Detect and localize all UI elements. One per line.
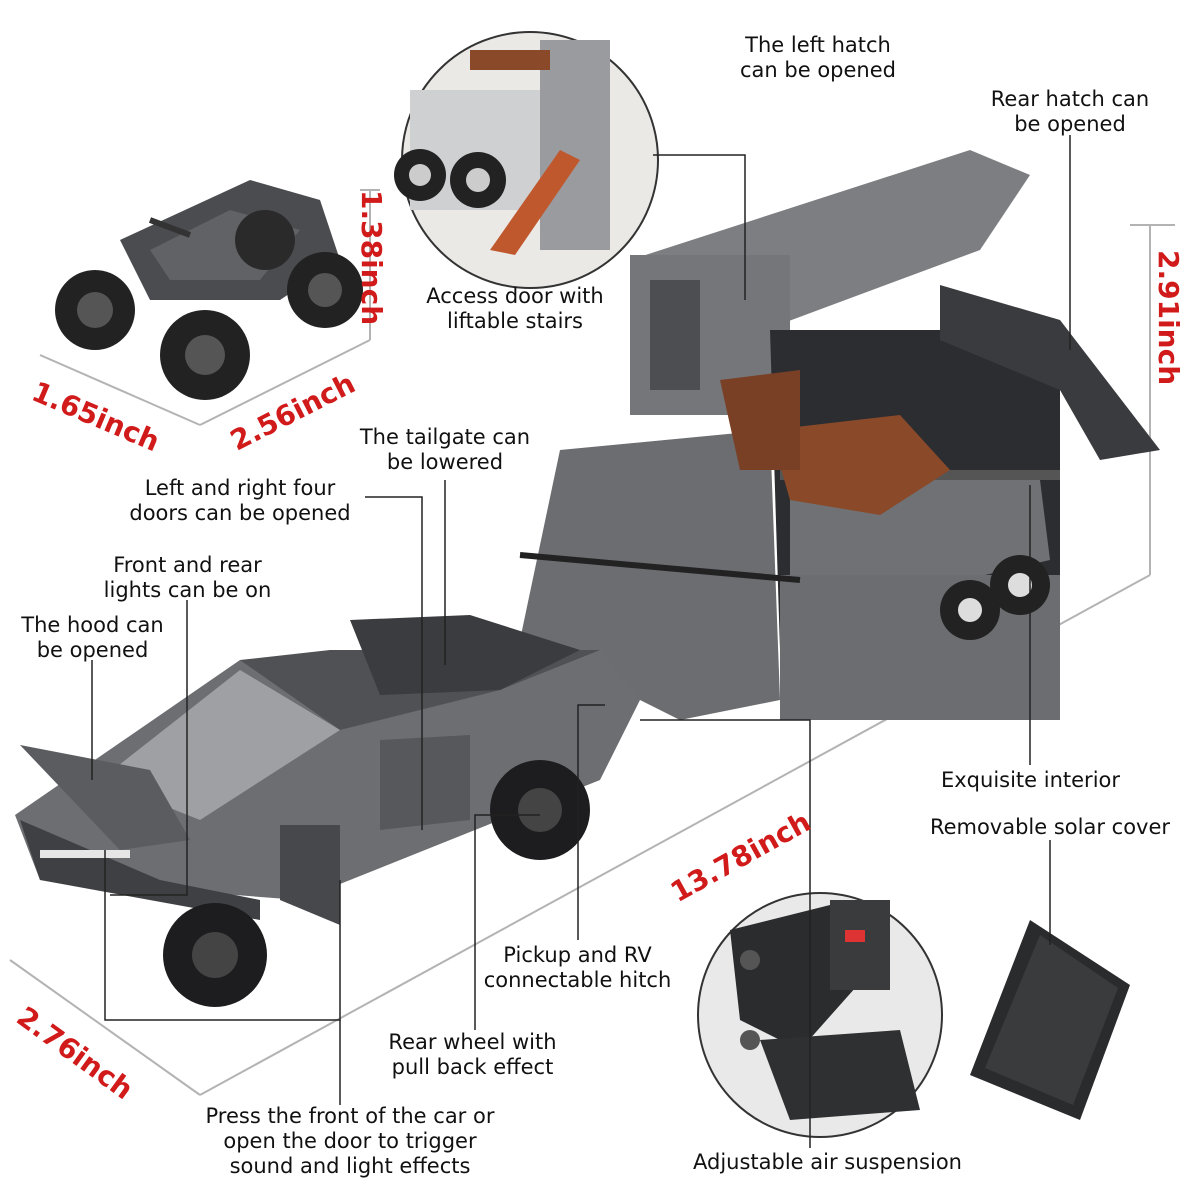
callout-air-suspension: Adjustable air suspension — [693, 1150, 962, 1174]
atv-image — [55, 180, 363, 400]
callout-interior: Exquisite interior — [940, 768, 1121, 792]
leader-lines — [91, 135, 1071, 1148]
callout-lights: Front and rear lights can be on — [103, 553, 272, 602]
callout-left-hatch: The left hatch can be opened — [740, 33, 896, 82]
callout-rear-hatch: Rear hatch can be opened — [990, 87, 1150, 136]
callout-access-door: Access door with liftable stairs — [426, 284, 604, 333]
rv-trailer — [519, 150, 1160, 720]
callout-four-doors: Left and right four doors can be opened — [129, 476, 351, 525]
callout-hood: The hood can be opened — [21, 613, 164, 662]
dimension-rv-height: 2.91inch — [1152, 250, 1185, 386]
pickup-truck — [15, 615, 640, 1007]
callout-rear-wheel: Rear wheel with pull back effect — [388, 1030, 557, 1079]
access-door-inset — [394, 31, 659, 289]
dimension-atv-height: 1.38inch — [355, 190, 388, 326]
callout-solar-cover: Removable solar cover — [929, 815, 1171, 839]
solar-cover-image — [970, 920, 1130, 1120]
callout-press-front: Press the front of the car or open the d… — [205, 1104, 495, 1178]
air-suspension-inset — [697, 892, 943, 1138]
callout-hitch: Pickup and RV connectable hitch — [483, 943, 672, 992]
callout-tailgate: The tailgate can be lowered — [359, 425, 531, 474]
